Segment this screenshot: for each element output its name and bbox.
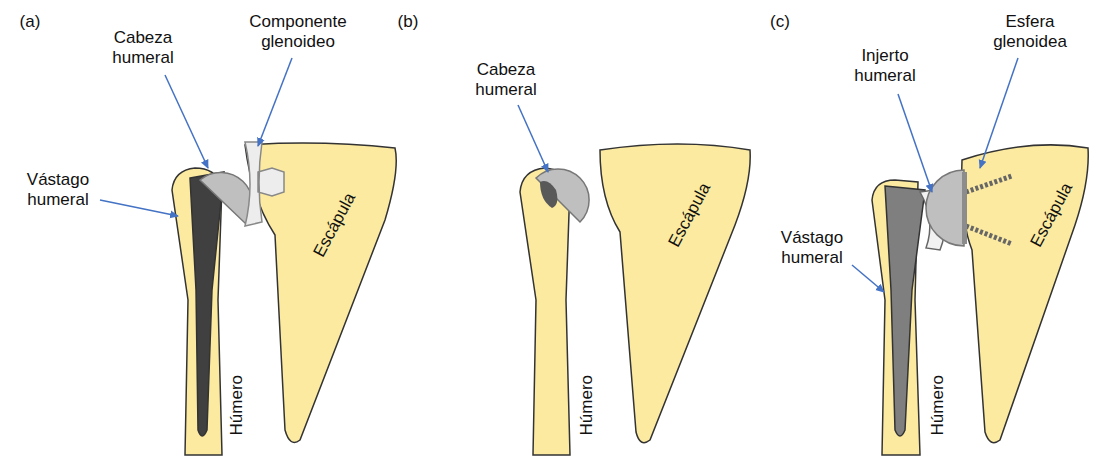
part-label: (a) [20, 12, 41, 32]
screw [966, 176, 1012, 192]
part-label: Húmero [577, 375, 597, 435]
leader-line [980, 58, 1018, 168]
leader-line [258, 58, 292, 146]
part-label: (c) [770, 12, 790, 32]
humeral-head [536, 169, 589, 222]
humeral-head [200, 172, 253, 224]
scapula [962, 145, 1089, 443]
part-label: Húmero [227, 375, 247, 435]
part-label: (b) [398, 12, 419, 32]
leader-line [100, 200, 178, 216]
humeral-stem [190, 172, 224, 436]
baseplate [962, 172, 967, 244]
leader-line [898, 94, 932, 192]
leader-line [518, 105, 548, 172]
part-label: Esfera glenoidea [985, 12, 1075, 53]
part-label: Vástago humeral [772, 228, 852, 269]
leader-line [165, 75, 208, 168]
part-label: Componente glenoideo [238, 12, 358, 53]
leader-line [852, 265, 884, 292]
humeral-stem [885, 186, 925, 436]
humerus [520, 168, 570, 455]
scapula [600, 144, 750, 443]
glenosphere [926, 170, 964, 246]
part-label: Vástago humeral [18, 170, 98, 211]
part-label: Injerto humeral [845, 46, 925, 87]
glenoid-component [245, 142, 284, 226]
part-label: Húmero [928, 375, 948, 435]
part-label: Cabeza humeral [466, 60, 546, 101]
head-peg [540, 181, 557, 208]
screw [966, 226, 1012, 244]
part-label: Cabeza humeral [103, 28, 183, 69]
